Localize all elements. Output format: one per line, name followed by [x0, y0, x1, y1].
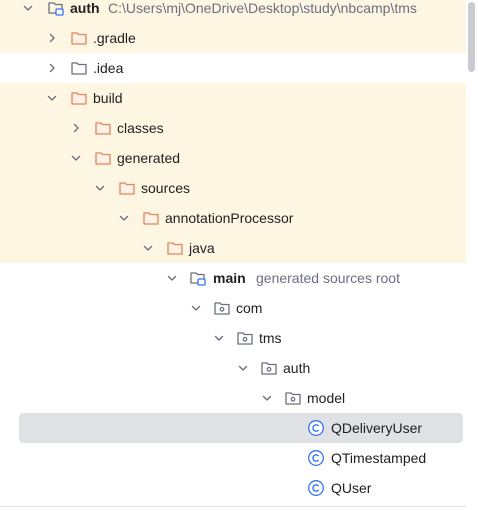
source-root-folder-icon [189, 269, 207, 287]
chevron-down-icon[interactable] [118, 212, 130, 224]
chevron-down-icon[interactable] [166, 272, 178, 284]
chevron-down-icon[interactable] [190, 302, 202, 314]
folder-icon [70, 29, 88, 47]
tree-item-label: .gradle [93, 30, 136, 46]
tree-item-label: sources [141, 180, 191, 196]
folder-icon [118, 179, 136, 197]
package-icon [236, 329, 254, 347]
tree-item-label: build [93, 90, 123, 106]
chevron-down-icon[interactable] [237, 362, 249, 374]
package-icon [213, 299, 231, 317]
class-icon [307, 449, 325, 467]
tree-item-label: QUser [331, 480, 372, 496]
folder-icon [166, 239, 184, 257]
tree-item-label: QDeliveryUser [331, 420, 423, 436]
chevron-down-icon[interactable] [213, 332, 225, 344]
package-icon [284, 389, 302, 407]
tree-item-label: com [236, 300, 263, 316]
vertical-scrollbar[interactable] [466, 0, 478, 510]
package-icon [260, 359, 278, 377]
tree-item-path-hint: C:\Users\mj\OneDrive\Desktop\study\nbcam… [108, 0, 417, 16]
tree-item-label: annotationProcessor [165, 210, 294, 226]
chevron-right-icon[interactable] [46, 32, 58, 44]
tree-row-classes[interactable]: classes [0, 113, 466, 143]
tree-row-gradle[interactable]: .gradle [0, 23, 466, 53]
tree-item-label: generated [117, 150, 181, 166]
scrollbar-thumb[interactable] [468, 2, 475, 72]
folder-icon [94, 149, 112, 167]
tree-row-idea[interactable]: .idea [0, 53, 466, 83]
tree-item-label: auth [283, 360, 311, 376]
tree-item-label: classes [117, 120, 164, 136]
tree-row-com[interactable]: com [0, 293, 466, 323]
chevron-down-icon[interactable] [46, 92, 58, 104]
chevron-right-icon[interactable] [70, 122, 82, 134]
tree-row-auth-module[interactable]: auth C:\Users\mj\OneDrive\Desktop\study\… [0, 0, 466, 23]
tree-row-quser[interactable]: QUser [0, 473, 466, 503]
divider [0, 506, 466, 507]
tree-row-build[interactable]: build [0, 83, 466, 113]
tree-item-label: tms [259, 330, 282, 346]
module-folder-icon [47, 0, 65, 17]
tree-item-hint: generated sources root [256, 270, 400, 286]
tree-row-tms[interactable]: tms [0, 323, 466, 353]
chevron-down-icon[interactable] [142, 242, 154, 254]
tree-row-sources[interactable]: sources [0, 173, 466, 203]
folder-icon [142, 209, 160, 227]
tree-item-label: main [213, 270, 246, 286]
tree-row-generated[interactable]: generated [0, 143, 466, 173]
tree-item-label: auth [70, 0, 100, 16]
tree-item-label: model [307, 390, 346, 406]
folder-icon [70, 89, 88, 107]
tree-row-model[interactable]: model [0, 383, 466, 413]
chevron-down-icon[interactable] [261, 392, 273, 404]
tree-row-auth-package[interactable]: auth [0, 353, 466, 383]
tree-item-label: .idea [93, 60, 124, 76]
tree-item-label: java [189, 240, 215, 256]
chevron-down-icon[interactable] [70, 152, 82, 164]
tree-row-annotation-processor[interactable]: annotationProcessor [0, 203, 466, 233]
class-icon [307, 479, 325, 497]
project-tree: auth C:\Users\mj\OneDrive\Desktop\study\… [0, 0, 466, 503]
chevron-down-icon[interactable] [22, 2, 34, 14]
folder-icon [70, 59, 88, 77]
tree-row-main[interactable]: main generated sources root [0, 263, 466, 293]
chevron-down-icon[interactable] [94, 182, 106, 194]
tree-item-label: QTimestamped [331, 450, 427, 466]
tree-row-qtimestamped[interactable]: QTimestamped [0, 443, 466, 473]
class-icon [307, 419, 325, 437]
tree-row-java[interactable]: java [0, 233, 466, 263]
chevron-right-icon[interactable] [46, 62, 58, 74]
tree-row-qdeliveryuser[interactable]: QDeliveryUser [19, 413, 463, 443]
folder-icon [94, 119, 112, 137]
